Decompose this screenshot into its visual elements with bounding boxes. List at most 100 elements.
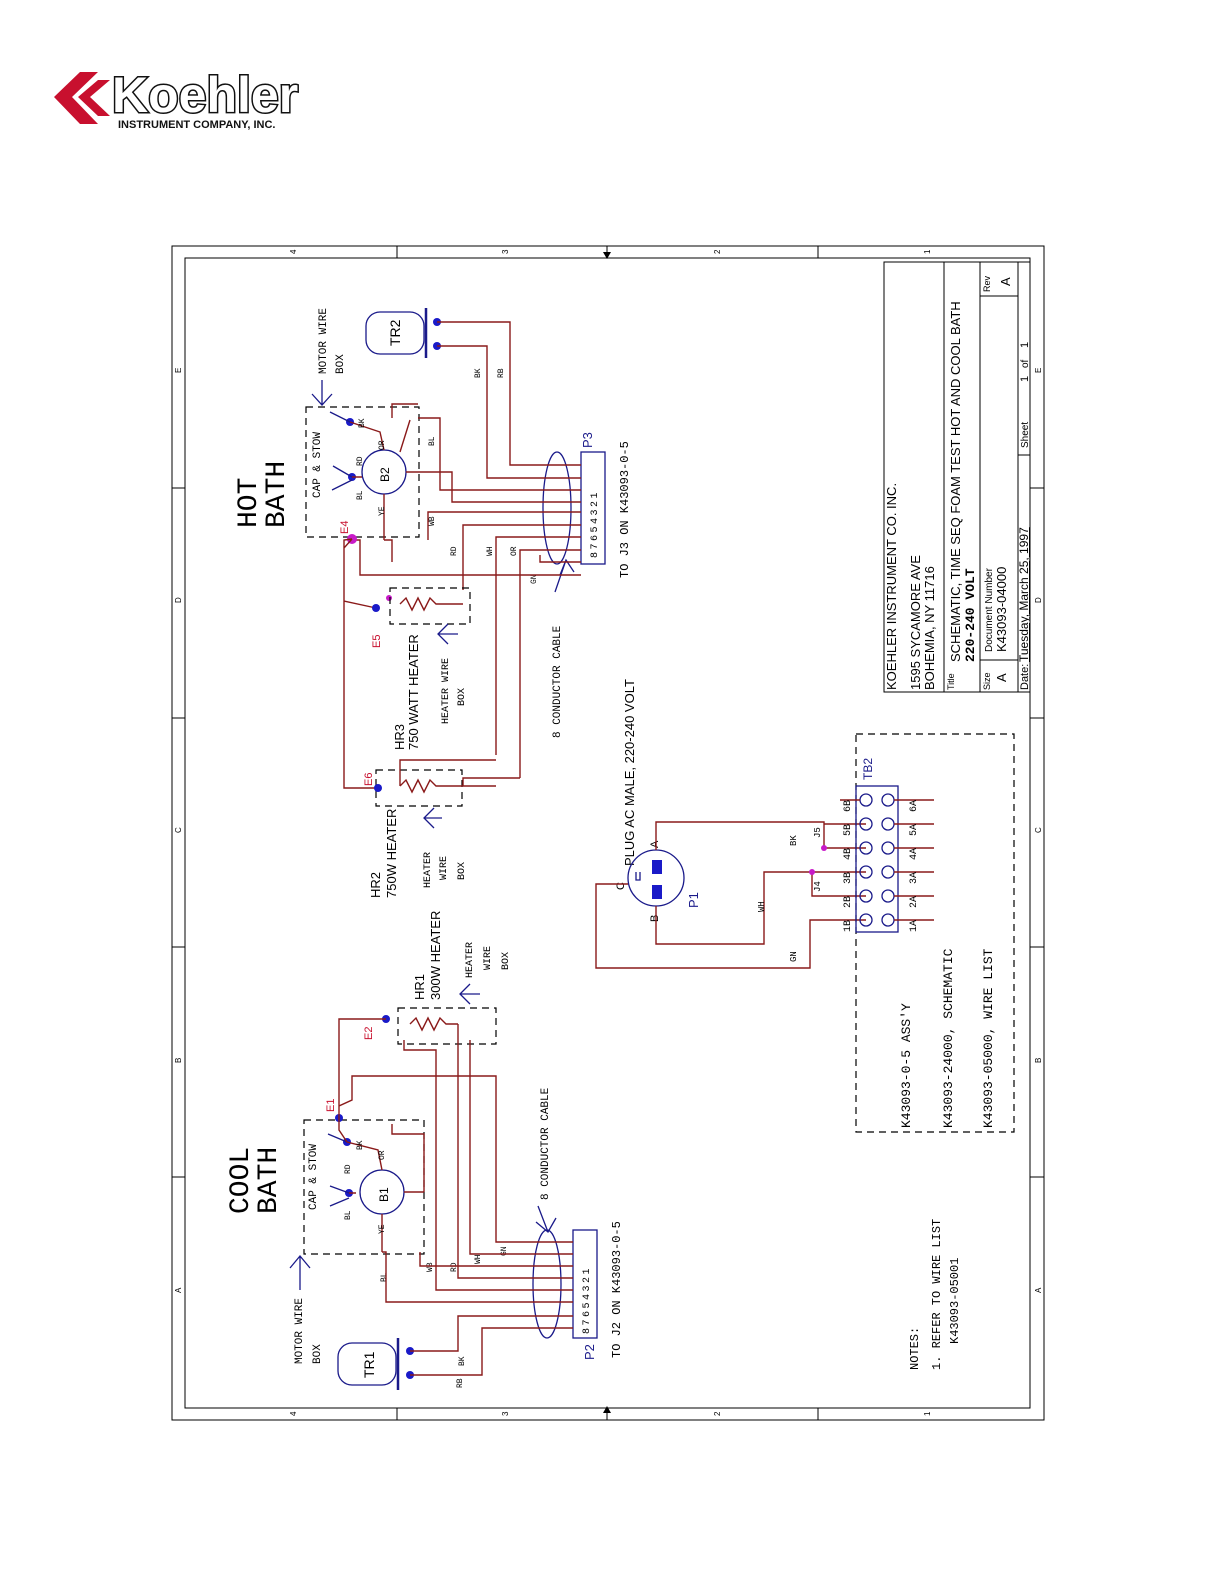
hot-cable-arrow [554, 558, 575, 593]
hr2-box-label-1: HEATER [423, 852, 434, 888]
plug-blade-a [652, 860, 662, 874]
title-block [883, 261, 1030, 693]
inner-frame [184, 257, 1031, 1409]
cool-cable-label: 8 CONDUCTOR CABLE [540, 1087, 552, 1200]
hot-cable-ellipse [542, 451, 572, 565]
cool-wire-gn: GN [500, 1246, 509, 1256]
plug-wires [595, 821, 866, 969]
hr3-arrow [437, 623, 458, 645]
cool-wire-bl: BL [344, 1210, 353, 1220]
tb2-1b: 1B [843, 920, 854, 932]
tb2-2b: 2B [843, 896, 854, 908]
hr2-box-label-2: WIRE [439, 856, 450, 880]
hot-motor-box-arrow [311, 380, 333, 406]
cool-motor-b1-label: B1 [377, 1187, 391, 1202]
tb2-6a: 6A [909, 800, 920, 812]
hr1-resistor [409, 1016, 458, 1032]
tb-addr2: BOHEMIA, NY 11716 [922, 566, 937, 690]
node-e6-dot [374, 784, 382, 792]
tb2-2a: 2A [909, 896, 920, 908]
tb-title-label: Title [946, 673, 956, 690]
hr1-box-label-2: WIRE [483, 946, 494, 970]
hr1-box-label-1: HEATER [465, 942, 476, 978]
terminal-block-tb2 [855, 785, 899, 933]
hot-wires [352, 321, 581, 778]
node-e1-label: E1 [325, 1099, 337, 1112]
border-col-2-top: 2 [713, 249, 722, 254]
e4-wires [343, 538, 378, 789]
node-j5-dot [821, 845, 827, 851]
cool-wire-rd2: RD [450, 1262, 459, 1272]
cool-connector-p2-pins: 87654321 [582, 1266, 593, 1334]
cool-wire-rd: RD [344, 1164, 353, 1174]
hot-wire-rb: RB [497, 368, 506, 378]
tb2-a-leads [840, 799, 934, 921]
outer-frame [171, 245, 1045, 1421]
tb2-4a: 4A [909, 848, 920, 860]
node-e5-dot [372, 604, 380, 612]
cool-wire-wb: WB [426, 1262, 435, 1272]
tb-sheets: 1 [1019, 342, 1031, 348]
node-j4-label: J4 [813, 881, 823, 892]
hot-wire-ye: YE [378, 506, 387, 516]
hot-wire-bk: BK [358, 418, 367, 428]
plug-label: PLUG AC MALE, 220-240 VOLT [622, 679, 637, 866]
hr3-resistor [399, 596, 463, 612]
border-col-1-top: 1 [923, 249, 932, 254]
border-col-3-bottom: 3 [501, 1411, 510, 1416]
hr2-hr3-links [399, 759, 520, 786]
tb-of: of [1020, 359, 1031, 368]
hot-motor-arrows [329, 411, 353, 491]
cool-bath-title-2: BATH [254, 1147, 285, 1214]
tb-size: A [994, 673, 1009, 682]
tb2-3a: 3A [909, 872, 920, 884]
border-col-1-bottom: 1 [923, 1411, 932, 1416]
hr1-arrow [459, 983, 480, 1005]
hr2-box-label-3: BOX [457, 862, 468, 880]
logo-name: Koehler [112, 67, 298, 123]
border-col-4-top: 4 [289, 249, 298, 254]
hr3-box-label-2: BOX [457, 688, 468, 706]
tb-doc-label: Document Number [984, 567, 995, 652]
plug-wire-wh: WH [757, 901, 767, 912]
hr2-box [375, 769, 463, 807]
cool-transformer-tr1-label: TR1 [361, 1351, 377, 1378]
border-row-b-left: B [174, 1058, 183, 1063]
logo-subtitle: INSTRUMENT COMPANY, INC. [118, 119, 275, 131]
tb-rev: A [998, 277, 1013, 286]
tb2-name: TB2 [861, 758, 875, 780]
tb2-1a: 1A [909, 920, 920, 932]
cool-wire-ye: YE [378, 1224, 387, 1234]
border-row-a-right: A [1034, 1287, 1043, 1293]
hot-wire-bl2: BL [428, 436, 437, 446]
hr3-desc: 750 WATT HEATER [406, 634, 421, 750]
cool-wire-bl2: BL [380, 1272, 389, 1282]
border-row-a-left: A [174, 1287, 183, 1293]
tb-voltage: 220-240 VOLT [963, 568, 978, 662]
hr1-desc: 300W HEATER [428, 911, 443, 1000]
cool-motor-box-arrow [289, 1254, 311, 1290]
tb-sheet: 1 [1019, 376, 1031, 382]
hot-wire-or: OR [378, 440, 387, 450]
hr2-resistor [399, 778, 496, 794]
hot-bath-title-1: HOT [234, 478, 265, 528]
cool-connector-p2 [572, 1229, 598, 1339]
center-arrow-top [603, 252, 611, 259]
hot-connector-p3-pins: 87654321 [590, 490, 601, 558]
cool-cable-arrow [535, 1205, 557, 1233]
plug-pin-c: C [615, 882, 627, 890]
hot-cap-stow-box [305, 406, 420, 538]
plug-wire-gn: GN [789, 951, 799, 962]
tb-doc: K43093-04000 [994, 567, 1009, 652]
box-ref-assy: K43093-0-5 ASS'Y [899, 1003, 914, 1128]
cool-wire-bk: BK [356, 1140, 365, 1150]
hot-wire-wb: WB [428, 516, 437, 526]
hot-motor-box-label-2: BOX [335, 354, 347, 374]
hr1-box [397, 1007, 497, 1045]
tb-addr1: 1595 SYCAMORE AVE [908, 555, 923, 690]
hot-wire-gn: GN [530, 574, 539, 584]
hot-cap-stow-label: CAP & STOW [312, 432, 324, 498]
cool-wire-wh: WH [474, 1254, 483, 1264]
tb2-6b: 6B [843, 800, 854, 812]
cool-motor-arrows [327, 1133, 350, 1207]
